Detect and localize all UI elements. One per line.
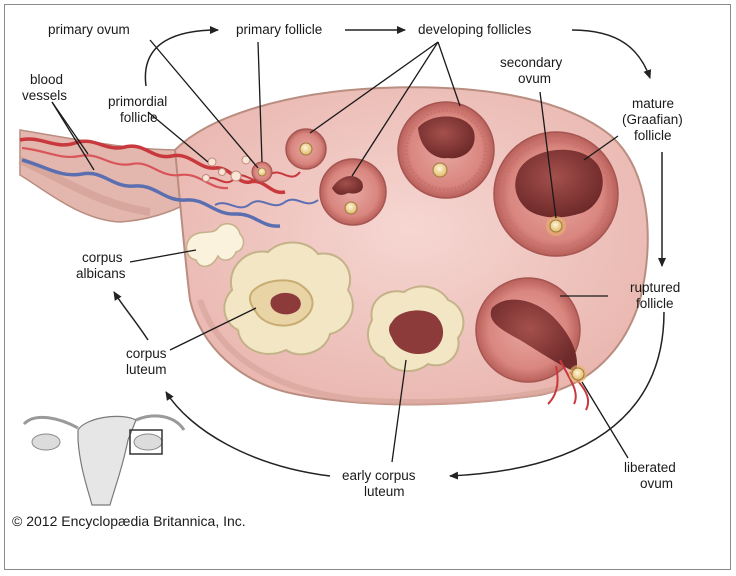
leader-lines <box>51 39 629 463</box>
label-mature-follicle-line1: mature <box>632 96 675 111</box>
label-corpus-luteum-line1: corpus <box>126 346 167 361</box>
label-primary-follicle: primary follicle <box>236 22 323 37</box>
label-corpus-luteum-line2: luteum <box>126 362 167 377</box>
corpus-albicans <box>185 223 245 268</box>
developing-follicle-3 <box>397 101 495 199</box>
label-primordial-follicle-line1: primordial <box>108 94 168 109</box>
label-ruptured-follicle-line2: follicle <box>636 296 674 311</box>
label-secondary-ovum-line1: secondary <box>500 55 563 70</box>
blood-vessel-red <box>19 137 286 195</box>
label-blood-vessels-line2: vessels <box>22 88 68 103</box>
label-early-corpus-luteum-line1: early corpus <box>342 468 416 483</box>
copyright-notice: © 2012 Encyclopædia Britannica, Inc. <box>12 513 246 529</box>
blood-vessel-blue <box>21 158 281 228</box>
label-corpus-albicans-line1: corpus <box>82 250 123 265</box>
mature-graafian-follicle <box>493 131 619 257</box>
corpus-luteum <box>223 241 354 356</box>
ruptured-follicle <box>475 277 590 411</box>
label-primary-ovum: primary ovum <box>48 22 130 37</box>
early-corpus-luteum <box>367 285 465 373</box>
developing-follicle-1 <box>285 128 327 170</box>
label-developing-follicles: developing follicles <box>418 22 532 37</box>
cycle-arrows <box>113 26 666 480</box>
label-mature-follicle-line3: follicle <box>634 128 672 143</box>
label-blood-vessels-line1: blood <box>30 72 64 87</box>
label-ruptured-follicle-line1: ruptured <box>630 280 681 295</box>
label-secondary-ovum-line2: ovum <box>518 71 552 86</box>
liberated-ovum <box>569 365 587 383</box>
label-primordial-follicle-line2: follicle <box>120 110 158 125</box>
label-liberated-ovum-line2: ovum <box>640 476 674 491</box>
reproductive-system-inset <box>22 414 186 506</box>
developing-follicle-2 <box>319 158 387 226</box>
label-corpus-albicans-line2: albicans <box>76 266 126 281</box>
label-early-corpus-luteum-line2: luteum <box>364 484 405 499</box>
label-liberated-ovum-line1: liberated <box>624 460 676 475</box>
primordial-follicles <box>202 155 251 182</box>
label-mature-follicle-line2: (Graafian) <box>622 112 683 127</box>
